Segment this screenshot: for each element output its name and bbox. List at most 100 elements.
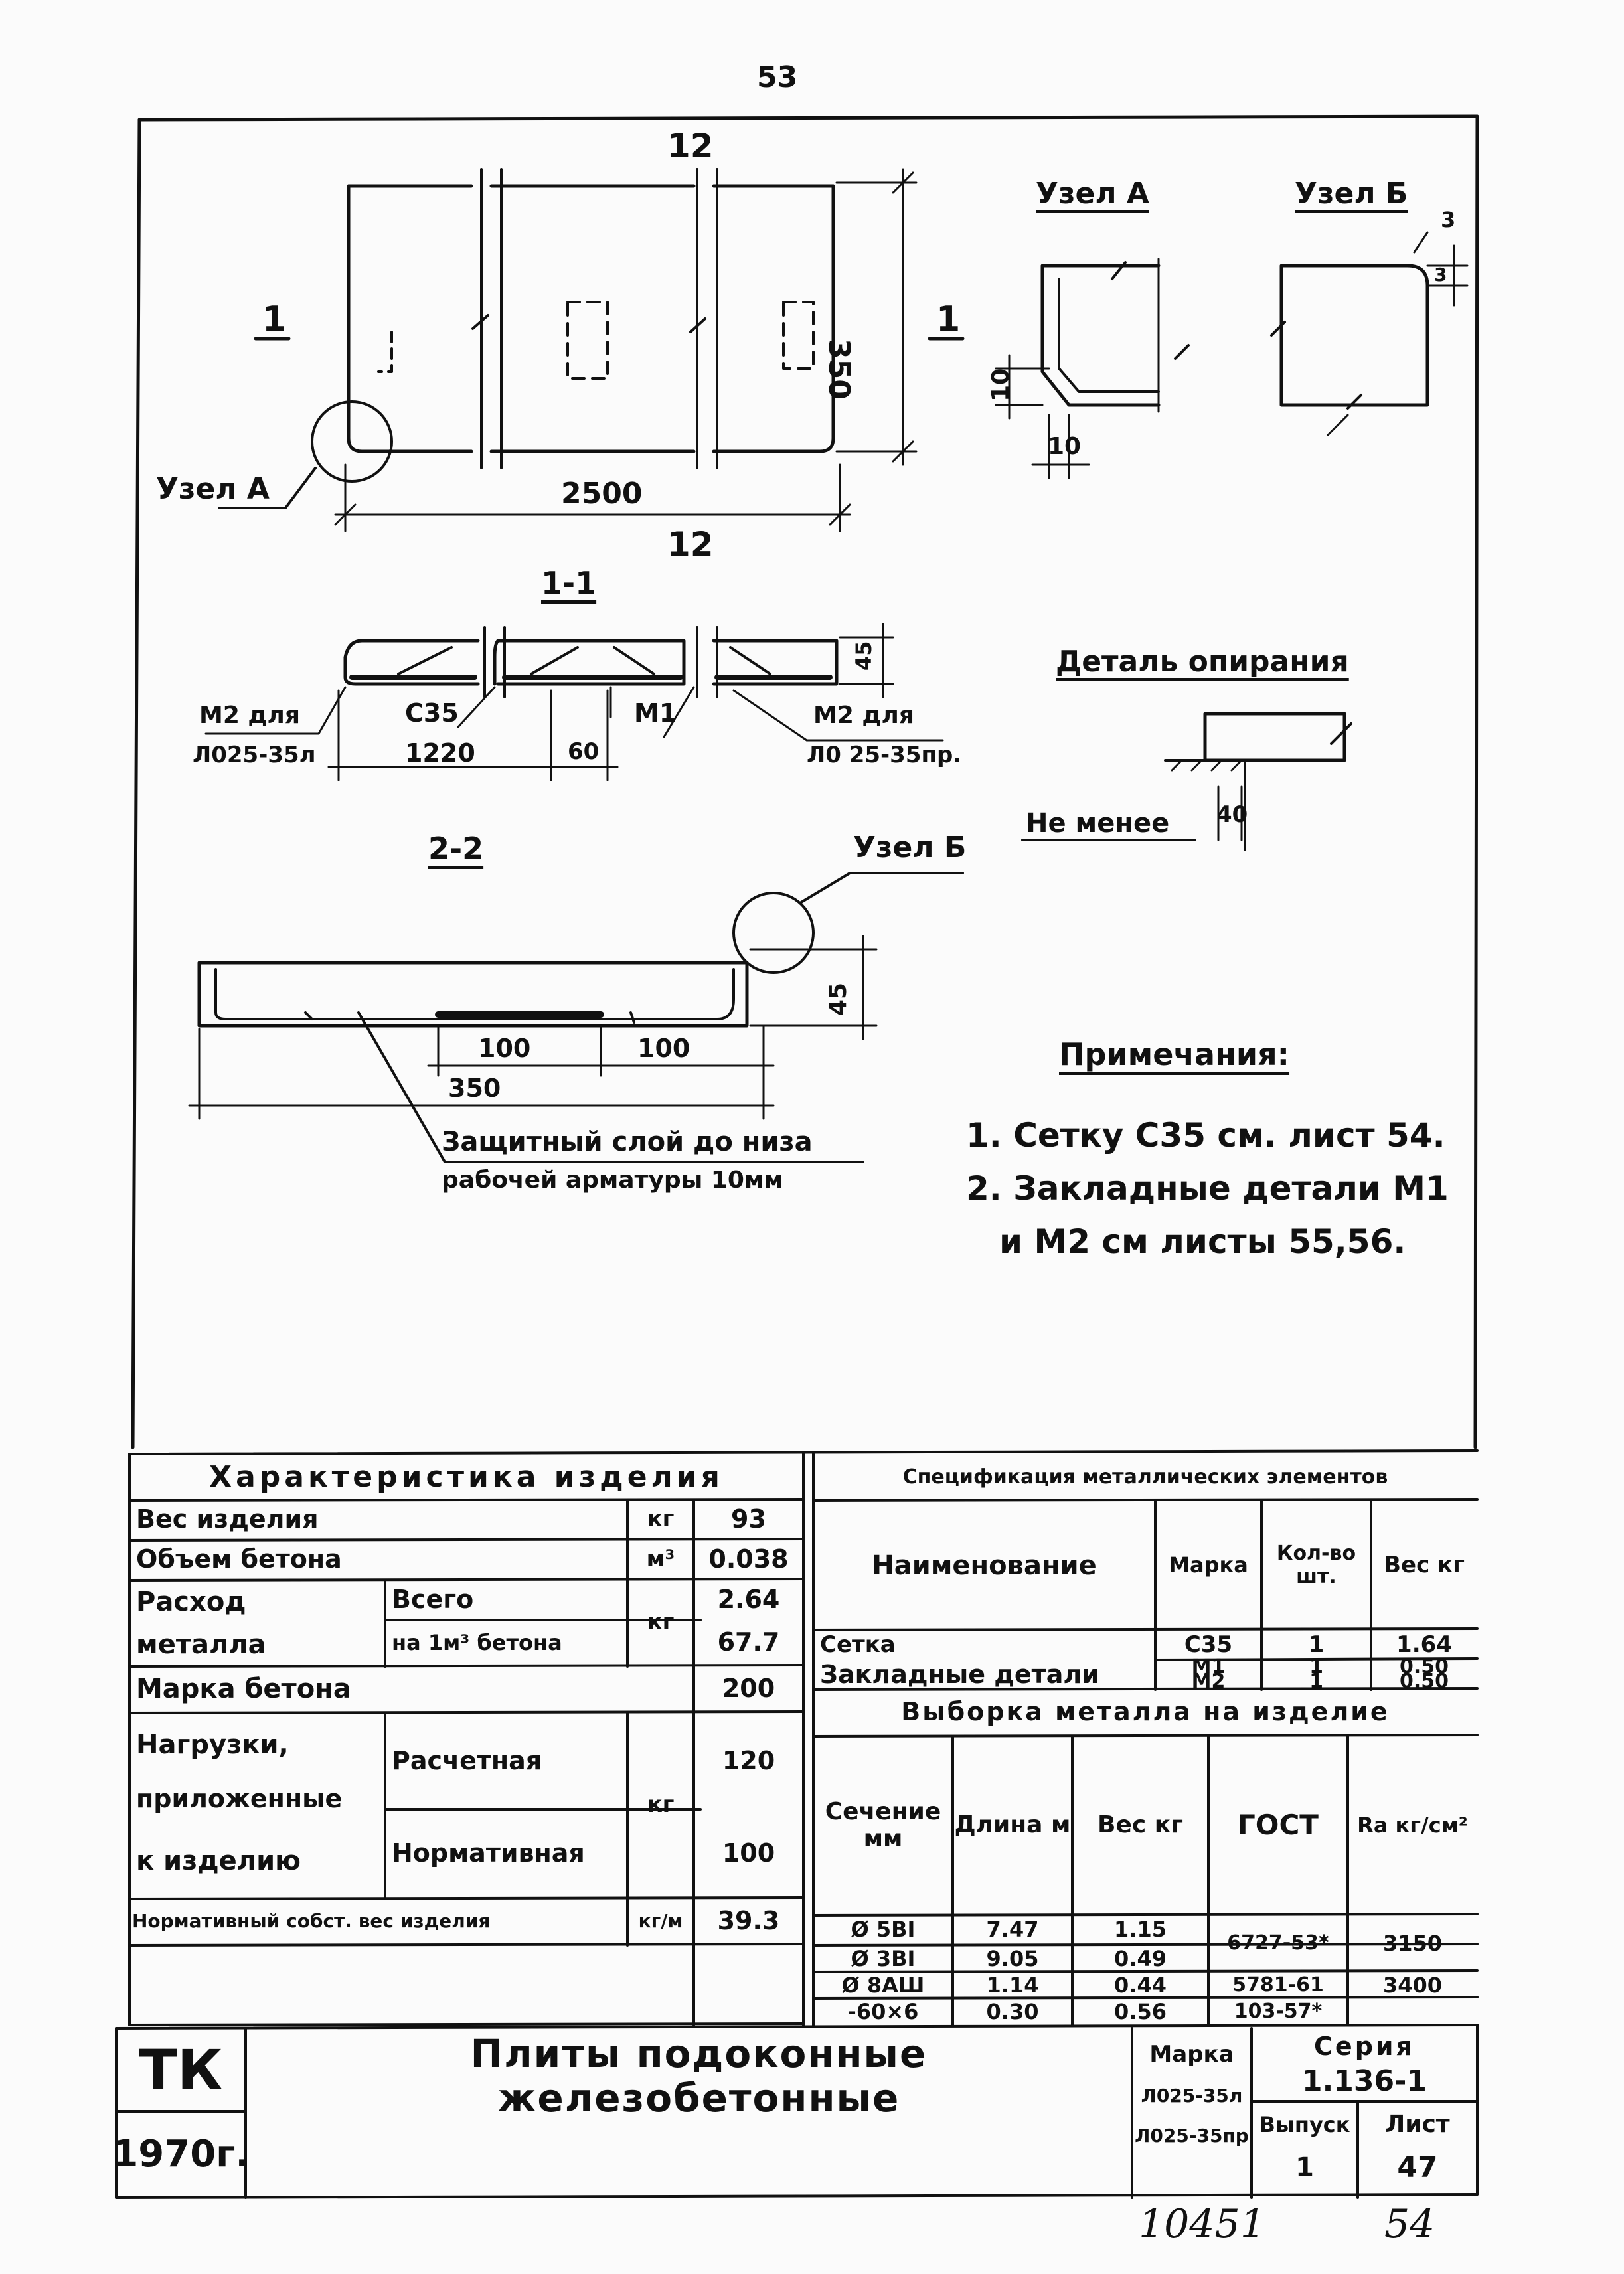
- spec-row-3-qty: 1: [1309, 1669, 1323, 1693]
- ms-row-1-ra: 3150: [1382, 1931, 1443, 1957]
- node-b-dim-2: 3: [1434, 264, 1447, 285]
- metal-label-1: Расход: [136, 1586, 246, 1617]
- node-b-title: Узел Б: [1295, 177, 1408, 210]
- ms-header-length: Длина м: [954, 1811, 1071, 1839]
- sheet-label: Лист: [1385, 2111, 1450, 2139]
- ms-row-1-section: Ø 5BI: [851, 1917, 916, 1943]
- s22-note-2: рабочей арматуры 10мм: [442, 1167, 783, 1194]
- mark-label: Марка: [1149, 2041, 1234, 2068]
- tables: [115, 1449, 1479, 2199]
- s11-dim-60: 60: [568, 738, 600, 765]
- metal-unit: кг: [647, 1609, 675, 1636]
- s11-dim-45: 45: [851, 641, 876, 671]
- support-note: Не менее: [1026, 808, 1170, 839]
- weight-unit: кг: [647, 1506, 675, 1533]
- ms-row-3-weight: 0.44: [1114, 1972, 1167, 1998]
- ms-header-weight: Вес кг: [1097, 1811, 1183, 1839]
- norm-weight-value: 39.3: [717, 1906, 780, 1936]
- notes-line-1: 1. Сетку С35 см. лист 54.: [966, 1116, 1445, 1155]
- ms-row-1-gost: 6727-53*: [1227, 1931, 1329, 1955]
- ms-row-3-ra: 3400: [1382, 1972, 1443, 1998]
- load-label-2: приложенные: [136, 1784, 343, 1814]
- section-mark-top: 12: [667, 127, 714, 165]
- s11-left-note-1: М2 для: [199, 702, 300, 729]
- section-1-1: [204, 623, 944, 781]
- node-a-dim-2: 10: [1048, 433, 1082, 460]
- spec-header-qty: Кол-во шт.: [1276, 1542, 1356, 1588]
- spec-row-1-qty: 1: [1308, 1631, 1325, 1658]
- spec-header-name: Наименование: [872, 1550, 1097, 1581]
- notes-title: Примечания:: [1059, 1036, 1290, 1072]
- support-dim: 40: [1216, 801, 1248, 828]
- load-label-1: Нагрузки,: [136, 1729, 289, 1760]
- s11-right-note-1: М2 для: [813, 702, 914, 729]
- metal-per-value: 67.7: [717, 1627, 780, 1657]
- norm-weight-unit: кг/м: [638, 1909, 683, 1932]
- load-unit: кг: [647, 1791, 675, 1819]
- page-number: 53: [757, 60, 798, 94]
- weight-label: Вес изделия: [136, 1504, 319, 1534]
- frame-line: [131, 118, 141, 1449]
- ms-header-ra: Ra кг/см²: [1357, 1812, 1468, 1838]
- metal-total-label: Всего: [392, 1585, 474, 1615]
- s22-dim-100b: 100: [637, 1034, 690, 1063]
- node-b-dim-1: 3: [1441, 207, 1456, 232]
- volume-label: Объем бетона: [136, 1544, 342, 1574]
- ms-row-3-gost: 5781-61: [1232, 1973, 1324, 1996]
- spec-row-3-weight: 0.50: [1399, 1669, 1449, 1693]
- ms-row-3-length: 1.14: [986, 1972, 1039, 1998]
- load-norm-value: 100: [722, 1838, 775, 1868]
- node-a-detail: [995, 258, 1190, 479]
- weight-value: 93: [731, 1504, 766, 1534]
- ms-header-gost: ГОСТ: [1238, 1808, 1319, 1841]
- ms-row-4-gost: 103-57*: [1234, 1999, 1323, 2023]
- ms-row-2-section: Ø 3BI: [851, 1945, 916, 1971]
- ms-row-2-length: 9.05: [986, 1945, 1039, 1971]
- org-code: ТК: [139, 2038, 223, 2103]
- section-mark-bottom: 12: [667, 525, 714, 564]
- spec-row-1-mark: С35: [1184, 1631, 1233, 1658]
- section-1-1-title: 1-1: [541, 565, 597, 601]
- load-calc-value: 120: [722, 1746, 775, 1775]
- s11-m1: М1: [634, 698, 677, 728]
- ms-row-4-length: 0.30: [986, 1998, 1039, 2024]
- s11-dim-1220: 1220: [405, 738, 475, 768]
- load-label-3: к изделию: [136, 1845, 301, 1876]
- sheet-value: 47: [1397, 2150, 1438, 2184]
- grade-label: Марка бетона: [136, 1674, 351, 1704]
- notes-line-3: и М2 см листы 55,56.: [999, 1222, 1406, 1261]
- s22-node-b: Узел Б: [853, 831, 967, 864]
- mark-2: Л025-35пр: [1135, 2125, 1249, 2147]
- section-mark-left: 1: [262, 299, 287, 339]
- dim-350: 350: [822, 339, 856, 400]
- mark-1: Л025-35л: [1141, 2085, 1243, 2107]
- document-title: Плиты подоконные железобетонные: [470, 2031, 928, 2121]
- norm-weight-label: Нормативный собст. вес изделия: [132, 1909, 491, 1932]
- load-norm-label: Нормативная: [392, 1838, 585, 1868]
- ms-row-4-section: -60×6: [847, 1998, 919, 2024]
- metal-per-label: на 1м³ бетона: [392, 1629, 562, 1655]
- dim-2500: 2500: [561, 477, 643, 511]
- section-2-2: [188, 872, 964, 1163]
- spec-row-1-name: Сетка: [820, 1631, 896, 1658]
- spec-header-mark: Марка: [1169, 1552, 1248, 1578]
- spec-header-weight: Вес кг: [1384, 1551, 1465, 1578]
- ms-row-1-weight: 1.15: [1114, 1917, 1167, 1943]
- spec-row-2-qty: 1: [1309, 1655, 1323, 1678]
- grade-value: 200: [722, 1674, 775, 1704]
- ms-row-2-weight: 0.49: [1114, 1945, 1167, 1971]
- notes-line-2: 2. Закладные детали М1: [966, 1169, 1449, 1208]
- page-handwritten: 54: [1384, 2201, 1435, 2247]
- frame-line: [137, 114, 1479, 1449]
- section-mark-right: 1: [936, 299, 961, 339]
- load-calc-label: Расчетная: [392, 1746, 542, 1775]
- issue-value: 1: [1295, 2152, 1314, 2183]
- s11-left-note-2: Л025-35л: [193, 742, 316, 768]
- spec-title: Спецификация металлических элементов: [902, 1465, 1388, 1489]
- s22-note-1: Защитный слой до низа: [442, 1127, 813, 1157]
- plan-view: [218, 168, 965, 532]
- spec-row-2-weight: 0.50: [1399, 1655, 1449, 1678]
- node-b-detail: [1270, 231, 1469, 436]
- node-a-dim-1: 10: [987, 368, 1015, 402]
